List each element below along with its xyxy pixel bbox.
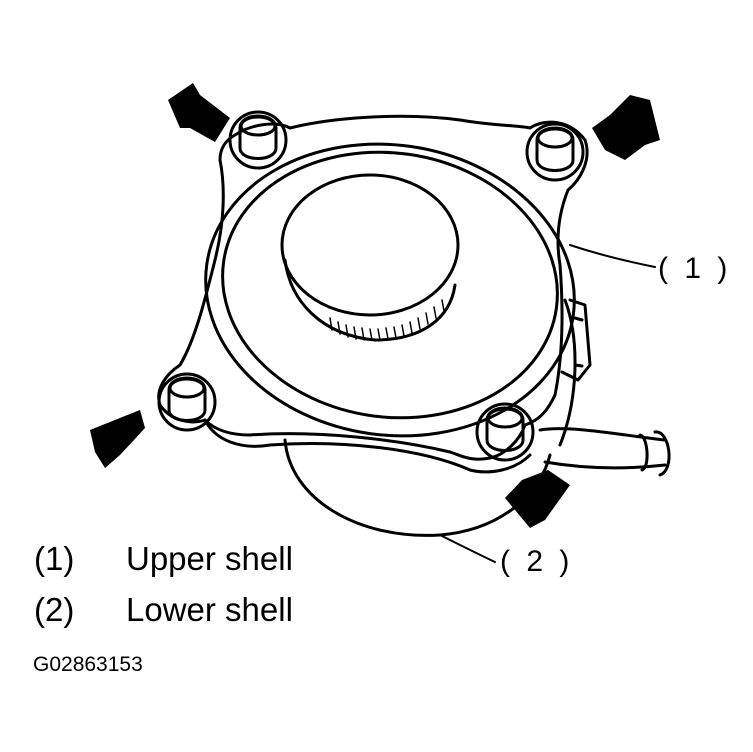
leader-line-1 (569, 244, 656, 268)
legend-number: (1) (34, 540, 75, 577)
arrow-top-left (168, 83, 230, 142)
arrow-top-right (592, 95, 660, 160)
upper-shell-flange (157, 114, 589, 461)
hose (538, 427, 667, 470)
upper-shell-dome (204, 142, 576, 438)
bolt-bottom-right (475, 402, 535, 462)
legend-item-upper-shell: (1) Upper shell (34, 540, 293, 578)
cap-top (280, 173, 460, 317)
arrow-bottom-right (505, 470, 570, 528)
legend-item-lower-shell: (2) Lower shell (34, 591, 293, 629)
legend-label: Lower shell (126, 591, 293, 628)
leader-line-2 (439, 534, 496, 563)
arrow-bottom-left (90, 410, 145, 468)
side-port (560, 298, 592, 382)
callout-upper-shell: ( 1 ) (658, 252, 732, 285)
legend-label: Upper shell (126, 540, 293, 577)
bolt-top-left (228, 110, 288, 170)
bolt-bottom-left (157, 372, 217, 432)
callout-lower-shell: ( 2 ) (500, 545, 574, 578)
legend-number: (2) (34, 591, 75, 628)
figure-id: G02863153 (33, 653, 143, 676)
cap-side (283, 258, 457, 342)
bolt-top-right (525, 122, 585, 182)
